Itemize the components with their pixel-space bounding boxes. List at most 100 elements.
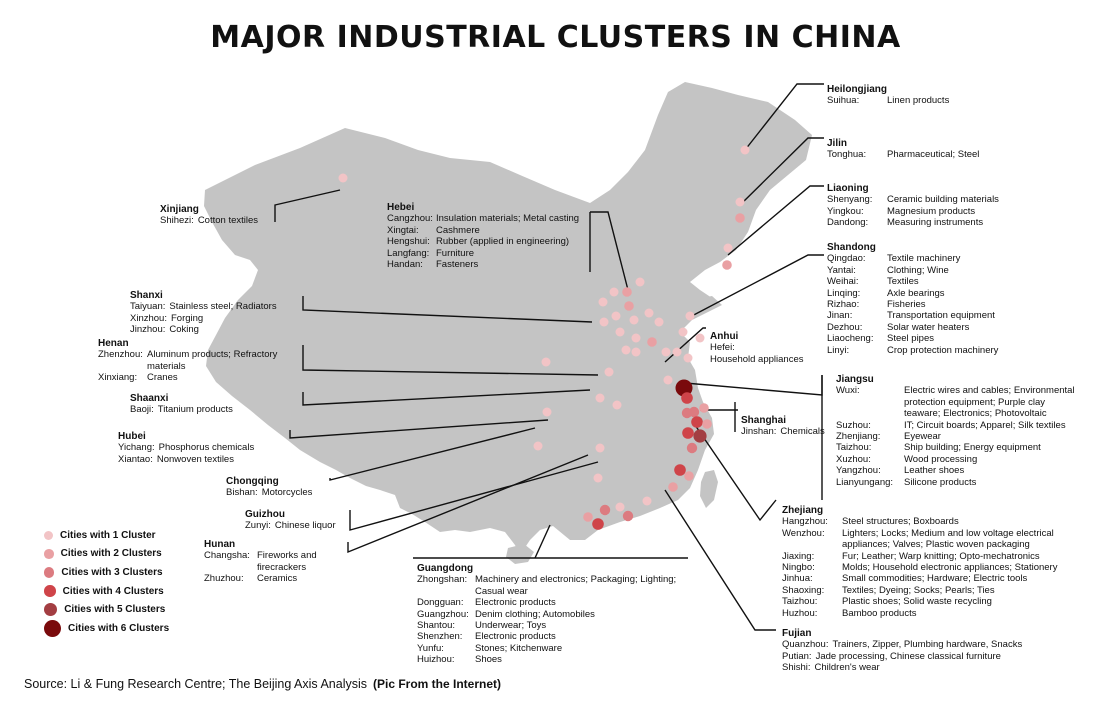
jiangsu-products: Leather shoes bbox=[904, 465, 965, 477]
zhejiang-products: Steel structures; Boxboards bbox=[842, 516, 959, 528]
fujian-city: Quanzhou: bbox=[782, 639, 829, 651]
fujian-city: Putian: bbox=[782, 650, 812, 662]
henan-row: Xinxiang:Cranes bbox=[98, 372, 298, 383]
hebei-products: Rubber (applied in engineering) bbox=[436, 236, 570, 248]
shandong-city: Jinan: bbox=[827, 310, 853, 322]
shandong-products: Clothing; Wine bbox=[887, 264, 949, 276]
city-dot bbox=[604, 367, 614, 377]
shandong-row: Dezhou:Solar water heaters bbox=[827, 322, 1027, 333]
anhui-row: Hefei:Household appliances bbox=[710, 342, 810, 365]
zhejiang-name: Zhejiang bbox=[782, 505, 824, 516]
shanxi-city: Taiyuan: bbox=[130, 301, 166, 313]
zhejiang-products: Lighters; Locks; Medium and low voltage … bbox=[842, 527, 1054, 551]
henan-city: Zhenzhou: bbox=[98, 349, 143, 361]
shaanxi-leader bbox=[302, 389, 591, 406]
zhejiang-products: Plastic shoes; Solid waste recycling bbox=[842, 596, 992, 608]
hubei-products: Phosphorus chemicals bbox=[158, 442, 255, 454]
liaoning-city: Dandong: bbox=[827, 217, 869, 229]
shanghai-row: Jinshan:Chemicals bbox=[741, 426, 836, 437]
zhejiang-products: Textiles; Dyeing; Socks; Pearls; Ties bbox=[842, 584, 995, 596]
city-dot bbox=[693, 429, 707, 443]
hubei-name: Hubei bbox=[118, 431, 146, 442]
city-dot bbox=[702, 419, 712, 429]
hubei-city: Xiantao: bbox=[118, 453, 153, 465]
city-dot bbox=[635, 277, 645, 287]
liaoning-name: Liaoning bbox=[827, 183, 869, 194]
callout-lines bbox=[274, 83, 824, 631]
shandong-city: Linyi: bbox=[827, 344, 850, 356]
legend-item: Cities with 5 Clusters bbox=[44, 600, 169, 619]
city-dot bbox=[735, 197, 745, 207]
legend-label: Cities with 6 Clusters bbox=[68, 622, 170, 634]
hebei-row: Xingtai:Cashmere bbox=[387, 225, 587, 236]
city-dot bbox=[661, 347, 671, 357]
hunan-name: Hunan bbox=[204, 539, 236, 550]
shandong-city: Liaocheng: bbox=[827, 333, 874, 345]
shandong-city: Dezhou: bbox=[827, 321, 863, 333]
jiangsu-row: Wuxi:Electric wires and cables; Environm… bbox=[836, 385, 1076, 419]
legend-item: Cities with 3 Clusters bbox=[44, 563, 169, 582]
anhui-name: Anhui bbox=[710, 331, 739, 342]
chongqing-leader bbox=[329, 427, 536, 481]
jiangsu-name: Jiangsu bbox=[836, 374, 874, 385]
legend-item: Cities with 6 Clusters bbox=[44, 619, 169, 638]
chongqing-row: Bishan:Motorcycles bbox=[226, 487, 351, 498]
city-dot bbox=[615, 502, 625, 512]
shandong-city: Weihai: bbox=[827, 276, 859, 288]
city-dot bbox=[674, 464, 686, 476]
shandong-products: Steel pipes bbox=[887, 333, 935, 345]
jilin-name: Jilin bbox=[827, 138, 848, 149]
guangdong-products: Denim clothing; Automobiles bbox=[475, 608, 595, 620]
henan-city: Xinxiang: bbox=[98, 372, 138, 384]
city-dot bbox=[722, 260, 732, 270]
shanxi-row: Xinzhou:Forging bbox=[130, 313, 295, 324]
shaanxi-products: Titanium products bbox=[157, 404, 233, 416]
hunan-city: Zhuzhou: bbox=[204, 573, 244, 585]
fujian-products: Jade processing, Chinese classical furni… bbox=[815, 650, 1001, 662]
city-dot bbox=[699, 403, 709, 413]
shanxi-products: Forging bbox=[170, 312, 204, 324]
city-dot bbox=[583, 512, 593, 522]
city-dot bbox=[644, 308, 654, 318]
guangdong-row: Huizhou:Shoes bbox=[417, 654, 692, 665]
fujian-row: Quanzhou:Trainers, Zipper, Plumbing hard… bbox=[782, 639, 1042, 650]
jilin-row: Tonghua:Pharmaceutical; Steel bbox=[827, 149, 1027, 160]
city-dot bbox=[622, 510, 634, 522]
city-dot bbox=[675, 379, 693, 397]
guangdong-products: Electronic products bbox=[475, 597, 556, 609]
legend-item: Cities with 2 Clusters bbox=[44, 545, 169, 564]
anhui-city: Hefei: bbox=[710, 342, 735, 354]
hebei-row: Langfang:Furniture bbox=[387, 248, 587, 259]
city-dot bbox=[642, 496, 652, 506]
city-dot bbox=[678, 327, 688, 337]
city-dot bbox=[592, 518, 604, 530]
zhejiang-row: Wenzhou:Lighters; Locks; Medium and low … bbox=[782, 528, 1072, 551]
guangdong-row: Zhongshan:Machinery and electronics; Pac… bbox=[417, 574, 692, 597]
guizhou-products: Chinese liquor bbox=[274, 520, 336, 532]
henan-row: Zhenzhou:Aluminum products; Refractory m… bbox=[98, 349, 298, 372]
guangdong-products: Electronic products bbox=[475, 631, 556, 643]
zhejiang-products: Bamboo products bbox=[842, 607, 917, 619]
fujian-products: Trainers, Zipper, Plumbing hardware, Sna… bbox=[832, 639, 1023, 651]
legend-swatch bbox=[44, 530, 53, 540]
heilongjiang-products: Linen products bbox=[887, 95, 950, 107]
legend-item: Cities with 1 Cluster bbox=[44, 526, 169, 545]
hebei-city: Cangzhou: bbox=[387, 213, 433, 225]
zhejiang-city: Taizhou: bbox=[782, 596, 818, 608]
guangdong-name: Guangdong bbox=[417, 563, 474, 574]
shandong-city: Rizhao: bbox=[827, 299, 860, 311]
shandong-leader bbox=[687, 254, 824, 319]
shandong-row: Rizhao:Fisheries bbox=[827, 299, 1027, 310]
zhejiang-products: Fur; Leather; Warp knitting; Opto-mechat… bbox=[842, 550, 1040, 562]
zhejiang-city: Ningbo: bbox=[782, 562, 815, 574]
guangdong-city: Shantou: bbox=[417, 620, 456, 632]
guangdong-city: Yunfu: bbox=[417, 642, 444, 654]
zhejiang-city: Jinhua: bbox=[782, 573, 813, 585]
shandong-city: Linqing: bbox=[827, 287, 861, 299]
